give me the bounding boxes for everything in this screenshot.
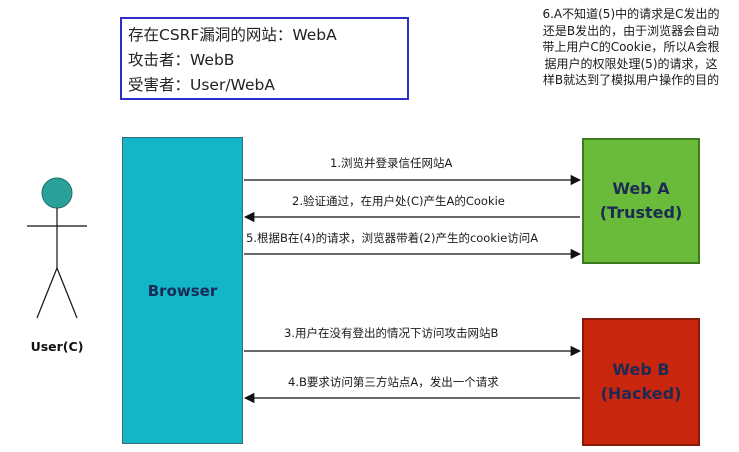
- web-b-tag: (Hacked): [600, 384, 682, 403]
- message-1: 1.浏览并登录信任网站A: [330, 156, 453, 170]
- web-b-name: Web B: [612, 360, 670, 379]
- legend-attacker: 攻击者：WebB: [128, 51, 235, 69]
- explanation-note: 6.A不知道(5)中的请求是C发出的 还是B发出的，由于浏览器会自动 带上用户C…: [528, 6, 734, 89]
- user-head: [41, 177, 73, 209]
- browser-node: Browser: [122, 137, 243, 444]
- user-label: User(C): [30, 339, 84, 354]
- browser-label: Browser: [147, 282, 218, 300]
- note-line-4: 据用户的权限处理(5)的请求，这: [544, 56, 718, 71]
- web-a-name: Web A: [612, 179, 670, 198]
- message-4: 4.B要求访问第三方站点A，发出一个请求: [288, 375, 499, 389]
- note-line-1: 6.A不知道(5)中的请求是C发出的: [542, 7, 720, 21]
- legend-victim: 受害者：User/WebA: [128, 76, 275, 94]
- note-line-5: 样B就达到了模拟用户操作的目的: [542, 73, 720, 87]
- message-5: 5.根据B在(4)的请求，浏览器带着(2)产生的cookie访问A: [246, 231, 539, 245]
- note-line-2: 还是B发出的，由于浏览器会自动: [542, 23, 720, 38]
- message-3: 3.用户在没有登出的情况下访问攻击网站B: [284, 326, 499, 340]
- note-line-3: 带上用户C的Cookie，所以A会根: [542, 40, 720, 54]
- web-b-node: Web B (Hacked): [582, 318, 700, 446]
- message-2: 2.验证通过，在用户处(C)产生A的Cookie: [292, 194, 505, 208]
- legend-box: 存在CSRF漏洞的网站：WebA 攻击者：WebB 受害者：User/WebA: [120, 17, 409, 100]
- user-figure-icon: [27, 177, 87, 319]
- web-a-node: Web A (Trusted): [582, 138, 700, 264]
- legend-vulnerable-site: 存在CSRF漏洞的网站：WebA: [128, 26, 337, 44]
- web-a-tag: (Trusted): [599, 203, 683, 222]
